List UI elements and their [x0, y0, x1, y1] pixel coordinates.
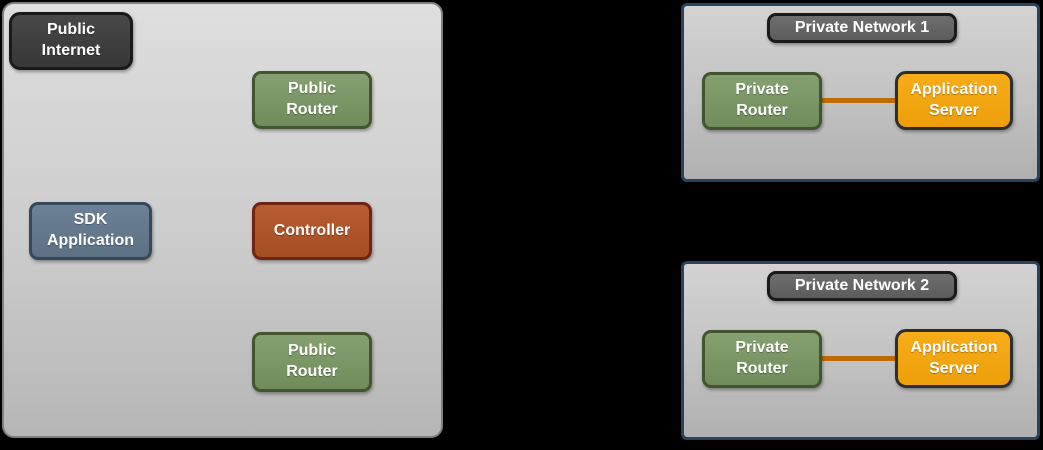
private-router-node-1: Private Router: [702, 72, 822, 130]
private-network-2-panel: Private Network 2 Private Router Applica…: [681, 261, 1040, 440]
private-network-1-title: Private Network 1: [767, 13, 957, 43]
public-internet-zone-panel: Public Internet Public Router SDK Applic…: [2, 2, 443, 438]
private-router-node-2: Private Router: [702, 330, 822, 388]
private-network-1-panel: Private Network 1 Private Router Applica…: [681, 3, 1040, 182]
public-router-node-bottom: Public Router: [252, 332, 372, 392]
router-server-connector: [822, 98, 895, 103]
controller-node: Controller: [252, 202, 372, 260]
private-network-2-title: Private Network 2: [767, 271, 957, 301]
sdk-application-node: SDK Application: [29, 202, 152, 260]
public-internet-badge: Public Internet: [9, 12, 133, 70]
public-router-node-top: Public Router: [252, 71, 372, 129]
application-server-node-2: Application Server: [895, 329, 1013, 388]
router-server-connector: [822, 356, 895, 361]
application-server-node-1: Application Server: [895, 71, 1013, 130]
